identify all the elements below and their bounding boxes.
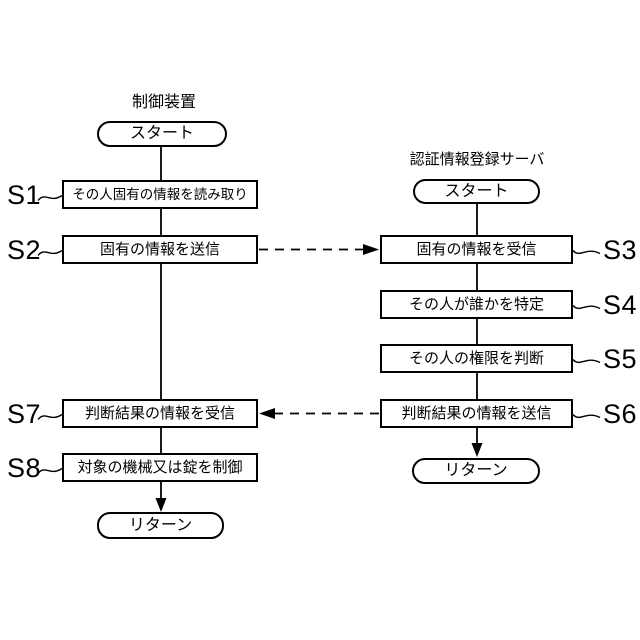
squiggle-s2-icon [37,249,63,256]
right-start-terminator: スタート [413,179,540,204]
left-flow-arrowhead-down-icon [155,498,167,512]
step-label-s1: S1 [6,180,42,210]
left-return-terminator: リターン [97,512,224,539]
dashed-arrowhead-left-icon [259,408,275,419]
squiggle-s3-icon [572,249,601,255]
step-label-s3: S3 [602,235,638,265]
left-column-header: 制御装置 [131,94,196,111]
process-box-s6: 判断結果の情報を送信 [380,399,573,428]
right-flow-arrowhead-down-icon [471,443,483,457]
squiggle-s1-icon [37,194,63,201]
process-box-s2: 固有の情報を送信 [62,235,258,264]
dashed-arrowhead-right-icon [363,244,379,255]
step-label-s6: S6 [602,399,638,429]
process-box-s3: 固有の情報を受信 [380,235,573,264]
squiggle-s6-icon [572,413,601,419]
step-label-s8: S8 [6,453,42,483]
process-box-s8: 対象の機械又は錠を制御 [62,453,258,482]
squiggle-s7-icon [37,413,63,420]
squiggle-s4-icon [572,304,601,310]
process-box-s7: 判断結果の情報を受信 [62,399,258,428]
right-column-header: 認証情報登録サーバ [409,151,545,168]
step-label-s7: S7 [6,399,42,429]
step-label-s4: S4 [602,290,638,320]
process-box-s1: その人固有の情報を読み取り [62,180,258,209]
step-label-s5: S5 [602,344,638,374]
process-box-s4: その人が誰かを特定 [380,290,573,319]
process-box-s5: その人の権限を判断 [380,344,573,373]
step-label-s2: S2 [6,235,42,265]
squiggle-s8-icon [37,467,63,474]
left-start-terminator: スタート [97,121,227,147]
right-return-terminator: リターン [412,458,540,484]
squiggle-s5-icon [572,358,601,364]
